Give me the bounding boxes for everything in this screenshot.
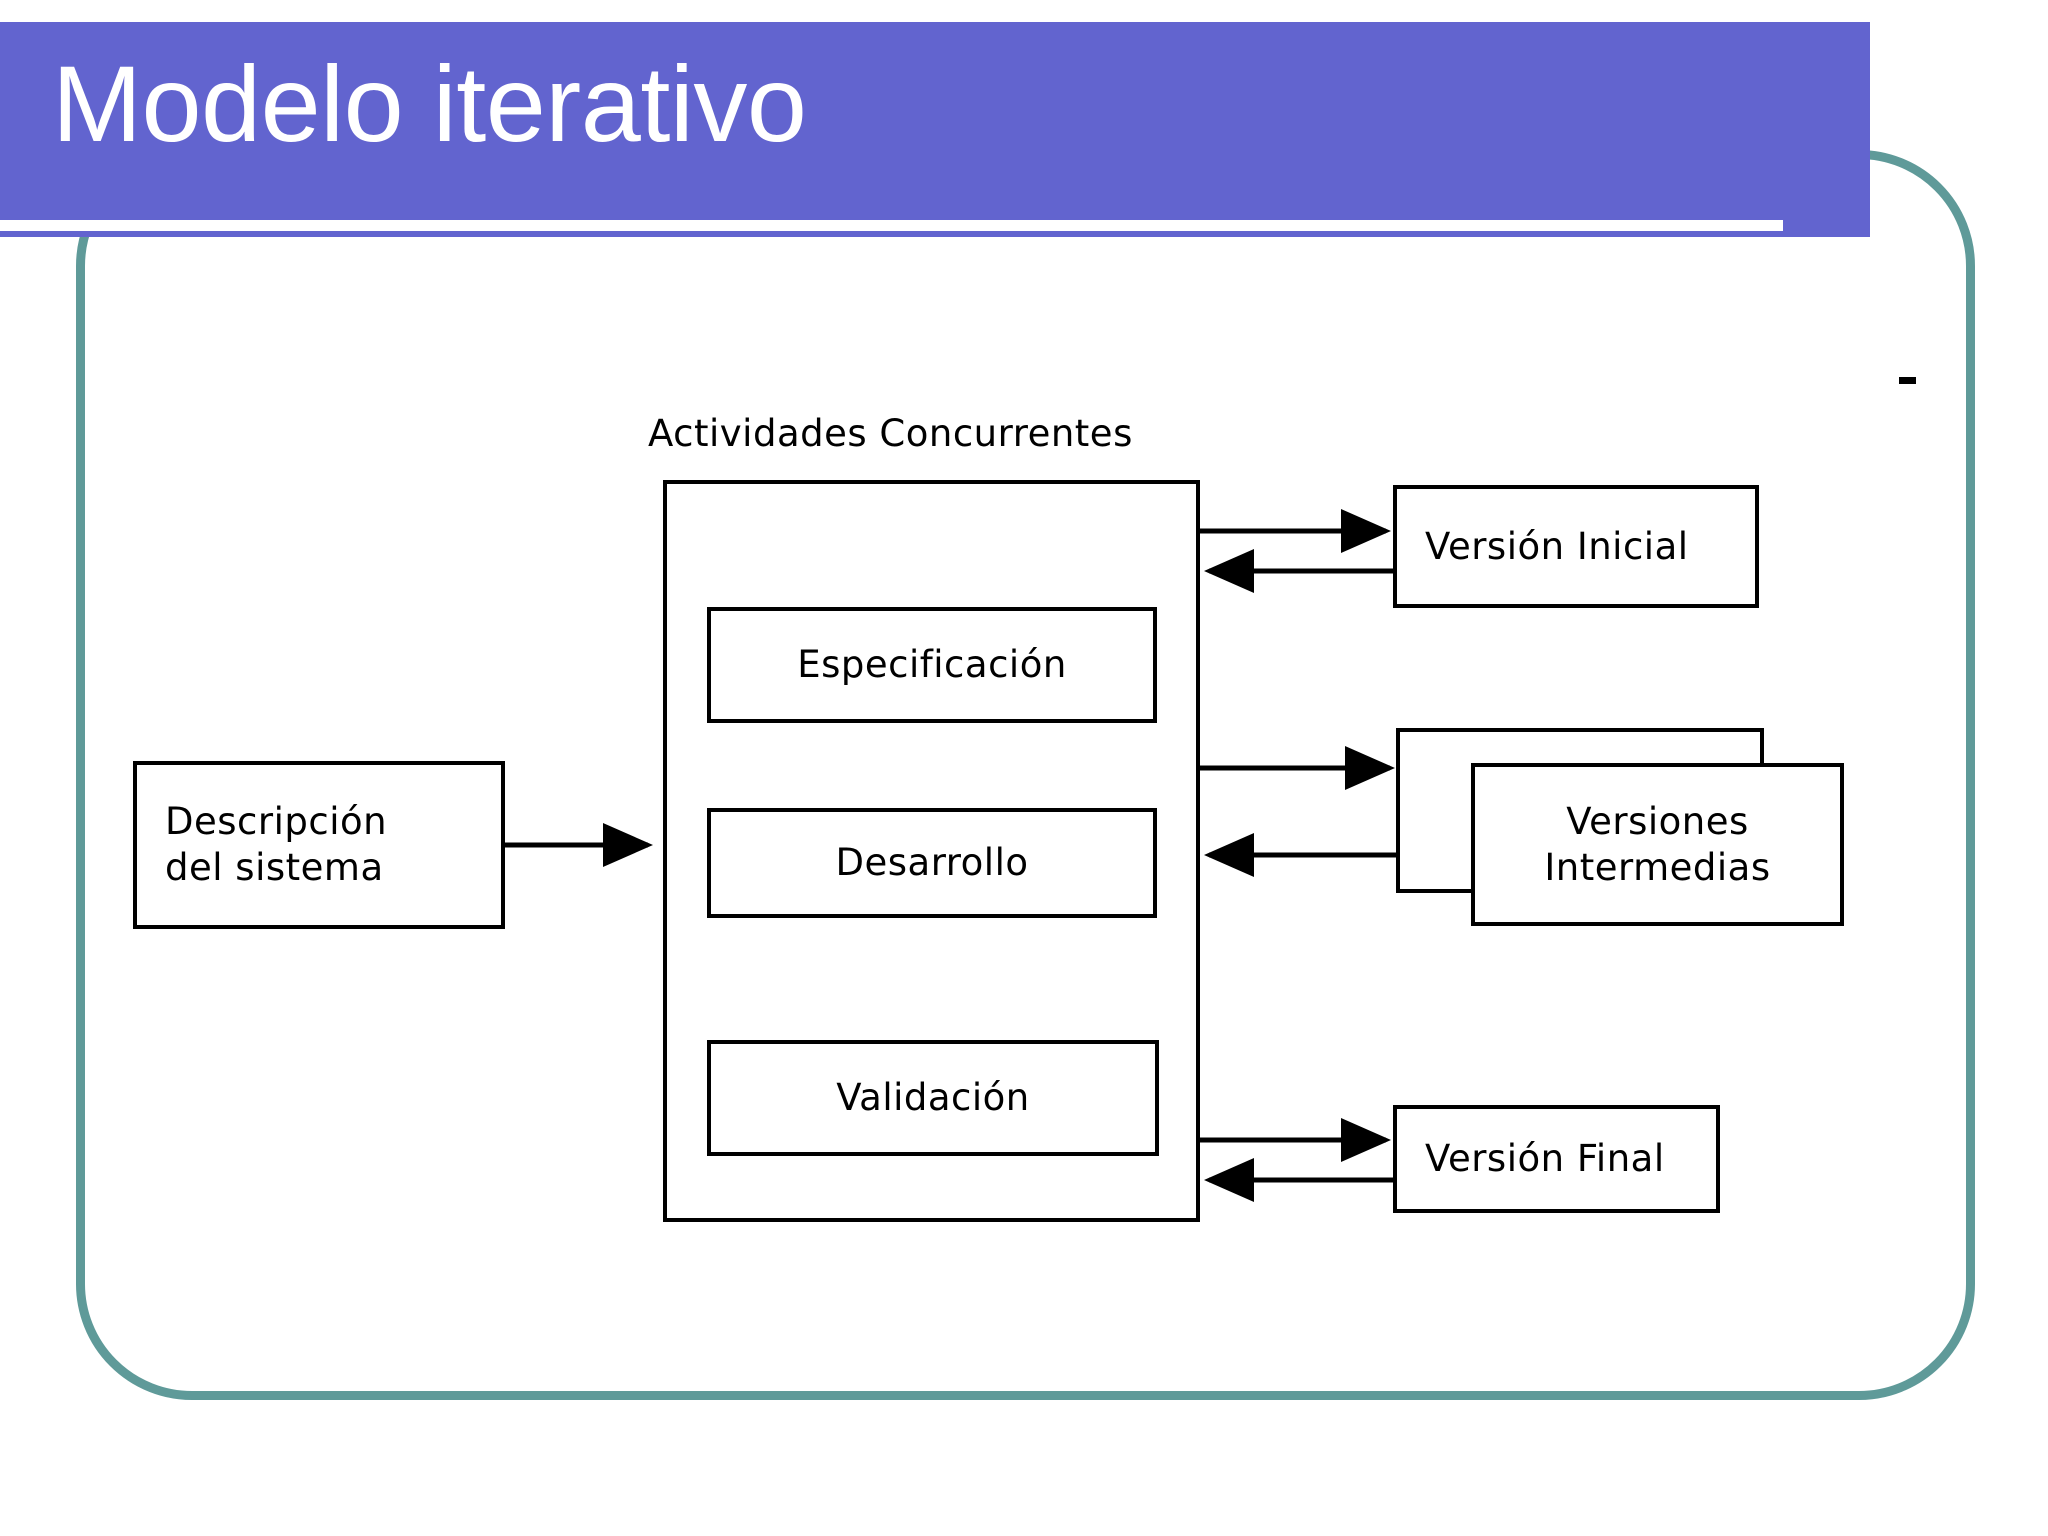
output-box-line-2: Intermedias — [1544, 845, 1771, 889]
input-box-descripcion-del-sistema[interactable]: Descripción del sistema — [133, 761, 505, 929]
output-box-version-final[interactable]: Versión Final — [1393, 1105, 1720, 1213]
input-box-line-2: del sistema — [165, 846, 384, 889]
output-box-versiones-intermedias[interactable]: Versiones Intermedias — [1471, 763, 1844, 926]
input-box-line-1: Descripción — [165, 800, 388, 843]
title-underline — [0, 220, 1783, 231]
output-box-version-inicial[interactable]: Versión Inicial — [1393, 485, 1759, 608]
dash-mark — [1899, 377, 1916, 384]
page-title: Modelo iterativo — [52, 43, 807, 164]
activity-box-especificacion[interactable]: Especificación — [707, 607, 1157, 723]
title-banner — [0, 22, 1870, 237]
diagram-caption: Actividades Concurrentes — [648, 412, 1133, 455]
activity-box-validacion[interactable]: Validación — [707, 1040, 1159, 1156]
activity-box-desarrollo[interactable]: Desarrollo — [707, 808, 1157, 918]
output-box-line-1: Versiones — [1566, 799, 1749, 843]
